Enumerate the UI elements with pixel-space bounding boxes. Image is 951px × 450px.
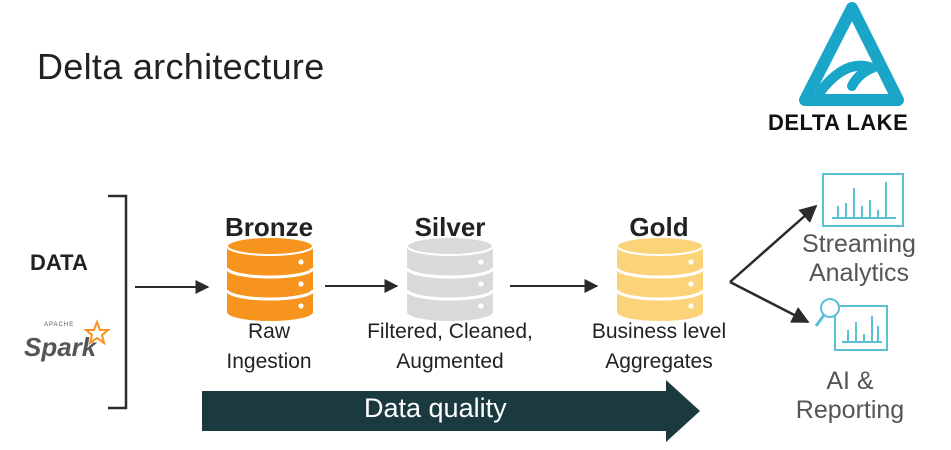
apache-label: APACHE <box>44 322 75 328</box>
spark-logo-text: Spark <box>24 332 97 362</box>
arrow-to-streaming <box>729 204 818 283</box>
tier-gold-desc: Business level Aggregates <box>574 317 744 377</box>
tier-bronze-title: Bronze <box>224 212 314 242</box>
ai-reporting-icon <box>814 298 888 351</box>
tier-silver-title: Silver <box>414 212 486 242</box>
data-quality-arrow <box>202 380 700 442</box>
page-title: Delta architecture <box>37 46 325 87</box>
streaming-chart-icon <box>822 173 904 227</box>
output-streaming: Streaming Analytics <box>784 230 934 288</box>
output-ai-line2: Reporting <box>795 396 905 424</box>
spark-star-icon <box>83 319 111 346</box>
output-streaming-line1: Streaming <box>802 230 916 258</box>
data-quality-label: Data quality <box>364 393 507 423</box>
tier-silver-desc-line2: Augmented <box>396 350 504 373</box>
gold-database-icon <box>615 236 705 321</box>
delta-lake-logo-icon <box>799 2 904 106</box>
source-bracket <box>108 194 128 410</box>
data-label: DATA <box>30 250 88 275</box>
tier-bronze-desc-line2: Ingestion <box>226 350 312 373</box>
tier-bronze-desc-line1: Raw <box>247 320 290 343</box>
output-streaming-line2: Analytics <box>808 259 910 287</box>
arrow-to-ai <box>729 280 810 324</box>
tier-gold-desc-line1: Business level <box>591 320 727 343</box>
silver-database-icon <box>405 236 495 321</box>
tier-silver-desc: Filtered, Cleaned, Augmented <box>350 317 550 377</box>
output-ai-reporting: AI & Reporting <box>775 367 925 425</box>
tier-gold-title: Gold <box>629 212 689 242</box>
bronze-database-icon <box>225 236 315 321</box>
tier-gold-desc-line2: Aggregates <box>605 350 713 373</box>
tier-silver-desc-line1: Filtered, Cleaned, <box>367 320 533 343</box>
tier-bronze-desc: Raw Ingestion <box>189 317 349 377</box>
logo-text: DELTA LAKE <box>768 110 909 135</box>
output-ai-line1: AI & <box>826 367 874 395</box>
